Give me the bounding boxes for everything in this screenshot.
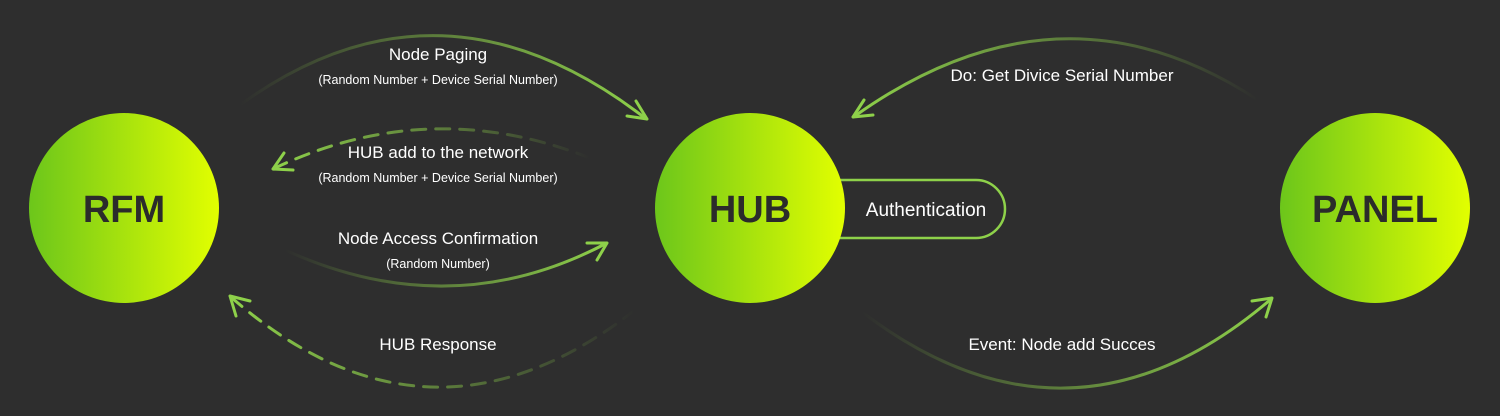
node-paging-title: Node Paging bbox=[389, 45, 487, 64]
node-panel-label: PANEL bbox=[1312, 189, 1438, 231]
node-add-event-title: Event: Node add Succes bbox=[968, 335, 1155, 354]
hub-add-detail: (Random Number + Device Serial Number) bbox=[318, 171, 557, 185]
node-access-title: Node Access Confirmation bbox=[338, 229, 538, 248]
hub-add-title: HUB add to the network bbox=[348, 143, 529, 162]
arrowhead-icon bbox=[228, 294, 252, 318]
get-serial-title: Do: Get Divice Serial Number bbox=[951, 66, 1174, 85]
hub-response-title: HUB Response bbox=[379, 335, 496, 354]
authentication-tag: Authentication bbox=[800, 178, 1007, 240]
arrow-hub-add bbox=[271, 127, 592, 172]
arrowhead-icon bbox=[1250, 296, 1274, 319]
node-hub-label: HUB bbox=[709, 189, 791, 231]
node-paging-detail: (Random Number + Device Serial Number) bbox=[318, 73, 557, 87]
arrowhead-icon bbox=[851, 98, 875, 119]
arrowhead-icon bbox=[271, 151, 295, 172]
arrowhead-icon bbox=[625, 99, 649, 121]
arrowhead-icon bbox=[585, 241, 609, 262]
node-hub: HUB bbox=[655, 113, 845, 303]
node-rfm: RFM bbox=[29, 113, 219, 303]
arrow-hub-response bbox=[228, 294, 637, 389]
node-rfm-label: RFM bbox=[83, 189, 165, 231]
arrow-node-add-event bbox=[860, 296, 1274, 390]
arrow-node-paging bbox=[238, 34, 649, 121]
authentication-label: Authentication bbox=[866, 200, 986, 221]
node-access-detail: (Random Number) bbox=[386, 257, 490, 271]
arrow-get-serial bbox=[851, 37, 1260, 119]
node-panel: PANEL bbox=[1280, 113, 1470, 303]
arrow-node-access bbox=[283, 241, 609, 288]
